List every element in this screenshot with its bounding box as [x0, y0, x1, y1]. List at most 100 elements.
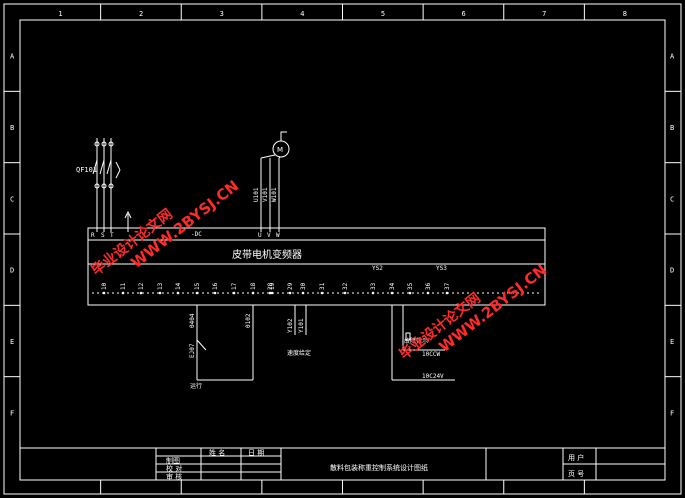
watermark-2: 毕业设计论文网 WWW.2BYSJ.CN [396, 261, 550, 363]
row-label-right: D [670, 267, 674, 275]
terminal-number: 12 [138, 282, 145, 290]
terminal-point [408, 291, 412, 295]
column-label: 1 [58, 10, 62, 18]
wire-0404: 0404 [189, 313, 196, 328]
vfd-title: 皮带电机变频器 [232, 248, 302, 261]
terminal-point [288, 291, 292, 295]
terminal-point [121, 291, 125, 295]
terminal-number: 37 [444, 282, 451, 290]
terminal-r: R [91, 232, 95, 239]
terminal-point [213, 291, 217, 295]
terminal-point [176, 291, 180, 295]
fault-label: 故障指示 [404, 337, 428, 345]
vfd-box [87, 227, 546, 306]
run-label: 运行 [190, 382, 202, 390]
row-label-right: E [670, 338, 674, 346]
relay-ys3: YS3 [436, 265, 447, 272]
terminal-number: 29 [287, 282, 294, 290]
tb-row-draw: 制图 [166, 456, 180, 465]
row-label-left: E [10, 338, 14, 346]
terminal-point [158, 291, 162, 295]
voltage-2: 10C24V [422, 373, 444, 380]
terminal-point [390, 291, 394, 295]
title-block: 姓 名 日 期 制图 校 对 审 核 散料包装称重控制系统设计图纸 用 户 页 … [20, 447, 665, 481]
terminal-point [426, 291, 430, 295]
wire-w101: W101 [271, 187, 278, 202]
row-label-left: D [10, 267, 14, 275]
wire-u101: U101 [253, 187, 260, 202]
terminal-number: 31 [319, 282, 326, 290]
row-label-right: A [670, 53, 675, 61]
row-label-left: F [10, 409, 14, 417]
tb-header-name: 姓 名 [209, 448, 225, 457]
terminal-w: W [276, 232, 280, 239]
control-wiring: 0404 0102 EJ07 运行 Y102 Y101 速度给定 故障指示 10… [189, 305, 455, 390]
column-label: 8 [623, 10, 627, 18]
row-label-right: C [670, 195, 674, 203]
terminal-number: 15 [194, 282, 201, 290]
column-label: 2 [139, 10, 143, 18]
column-label: 6 [461, 10, 465, 18]
terminal-point [195, 291, 199, 295]
terminal-point [270, 291, 274, 295]
terminal-number: 16 [212, 282, 219, 290]
up-arrow-icon [124, 210, 132, 219]
terminal-number: 36 [425, 282, 432, 290]
row-label-left: A [10, 53, 15, 61]
svg-text:M: M [277, 146, 283, 154]
terminal-number: 33 [370, 282, 377, 290]
page-label: 页 号 [568, 470, 584, 478]
dc-label: -DC [191, 231, 202, 238]
wire-0102: 0102 [245, 313, 252, 328]
row-label-right: B [670, 124, 674, 132]
terminal-s: S [101, 232, 105, 239]
column-label: 5 [381, 10, 385, 18]
terminal-number: 35 [407, 282, 414, 290]
terminal-number: 13 [157, 282, 164, 290]
terminal-number: 19 [269, 282, 276, 290]
terminal-number: 34 [389, 282, 396, 290]
relay-ys2: YS2 [372, 265, 383, 272]
column-label: 4 [300, 10, 304, 18]
wire-ej07: EJ07 [189, 343, 196, 358]
row-label-left: C [10, 195, 14, 203]
terminal-t: T [110, 232, 114, 239]
terminal-point [102, 291, 106, 295]
terminal-number: 11 [120, 282, 127, 290]
motor: M U101 V101 W101 [253, 131, 290, 232]
terminal-point [139, 291, 143, 295]
terminal-point [268, 291, 272, 295]
terminal-number: 14 [175, 282, 182, 290]
user-label: 用 户 [568, 453, 584, 462]
terminal-point [251, 291, 255, 295]
terminal-point [320, 291, 324, 295]
tb-row-check: 校 对 [166, 464, 182, 473]
wire-y102: Y102 [287, 318, 294, 333]
column-label: 7 [542, 10, 546, 18]
terminal-number: 10 [101, 282, 108, 290]
terminal-u: U [258, 232, 262, 239]
row-label-left: B [10, 124, 14, 132]
breaker-qf101: QF101 [76, 138, 121, 232]
terminal-point [232, 291, 236, 295]
terminal-point [343, 291, 347, 295]
tb-header-date: 日 期 [248, 449, 264, 457]
terminal-number: 18 [250, 282, 257, 290]
drawing-title: 散料包装称重控制系统设计图纸 [330, 463, 428, 472]
terminal-point [371, 291, 375, 295]
terminal-point [445, 291, 449, 295]
outer-frame [3, 3, 682, 495]
breaker-label: QF101 [76, 166, 97, 174]
speed-label: 速度给定 [287, 349, 311, 357]
tb-row-review: 审 核 [166, 472, 182, 481]
column-label: 3 [220, 10, 224, 18]
wire-y101: Y101 [298, 318, 305, 333]
terminal-point [301, 291, 305, 295]
terminal-v: V [267, 232, 271, 239]
terminal-number: 17 [231, 282, 238, 290]
